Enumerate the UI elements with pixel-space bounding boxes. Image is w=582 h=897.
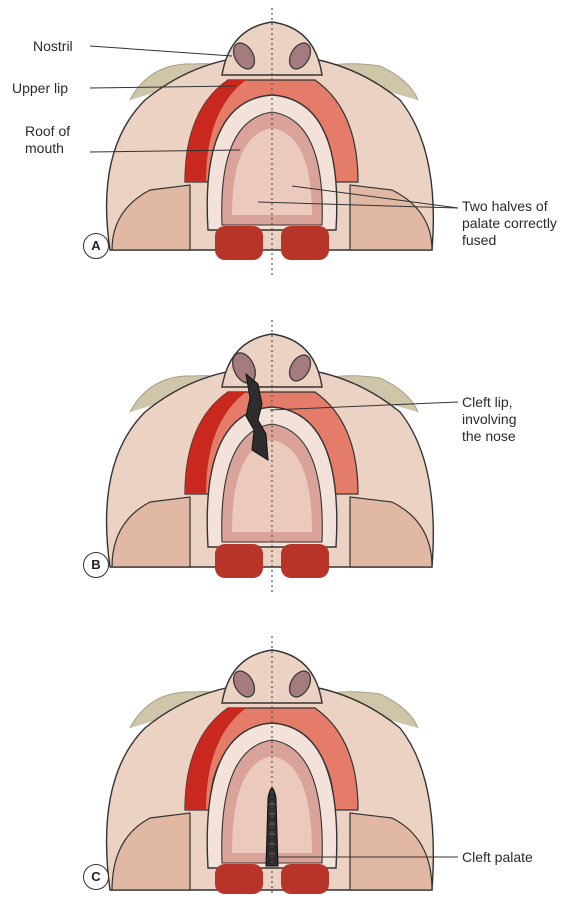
label-upper-lip: Upper lip bbox=[12, 80, 68, 97]
panel-badge-c: C bbox=[83, 864, 109, 890]
label-cleft-palate: Cleft palate bbox=[462, 849, 533, 866]
label-cleft-lip: Cleft lip, involving the nose bbox=[462, 394, 516, 445]
panel-a: Nostril Upper lip Roof of mouth Two halv… bbox=[0, 0, 582, 300]
panel-badge-b: B bbox=[83, 552, 109, 578]
label-roof-of-mouth: Roof of mouth bbox=[25, 123, 70, 157]
panel-c: Cleft palate C bbox=[0, 628, 582, 897]
panel-b: Cleft lip, involving the nose B bbox=[0, 312, 582, 602]
label-nostril: Nostril bbox=[33, 38, 73, 55]
label-two-halves-fused: Two halves of palate correctly fused bbox=[462, 198, 557, 249]
face-illustration-a bbox=[107, 8, 434, 275]
panel-badge-a: A bbox=[83, 233, 109, 259]
face-illustration-b bbox=[107, 320, 434, 594]
